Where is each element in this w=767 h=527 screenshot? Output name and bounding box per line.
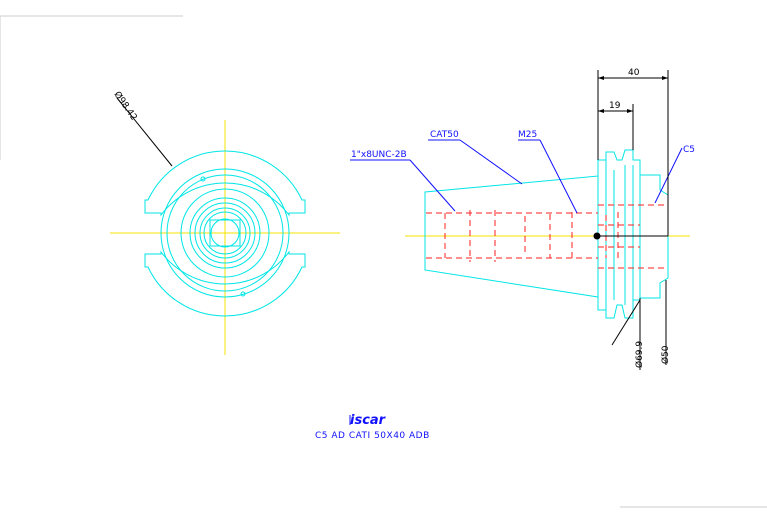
brand-logo: iscar [350, 413, 387, 428]
dia-9842-leader [116, 97, 173, 167]
side-view: 1"x8UNC-2B CAT50 M25 C5 40 19 [350, 68, 695, 370]
bore-circle [194, 202, 256, 264]
cat50-leader [459, 139, 523, 185]
key-mark-bottom [240, 291, 246, 297]
leaders: 1"x8UNC-2B CAT50 M25 C5 [350, 130, 695, 214]
hidden-bore-lines [426, 204, 668, 269]
dim-699-leader [611, 299, 641, 346]
dim-19-value: 19 [609, 101, 621, 111]
part-number: C5 AD CATI 50X40 ADB [315, 431, 430, 441]
dim-40-value: 40 [628, 68, 640, 78]
dimensions: 40 19 Ø69.9 Ø50 [597, 68, 671, 370]
v-flange-outline [597, 149, 641, 319]
thread-label: 1"x8UNC-2B [351, 150, 407, 160]
dia-9842-label: Ø98.42 [112, 89, 140, 122]
dim-50-value: Ø50 [660, 345, 671, 364]
body-circle [166, 174, 284, 292]
bore-circle-outer [189, 197, 261, 269]
m25-label: M25 [518, 130, 537, 140]
end-view: Ø98.42 [110, 89, 340, 355]
cat50-label: CAT50 [430, 130, 459, 140]
collet-circle-outer [199, 207, 251, 259]
key-mark-top [200, 176, 206, 182]
nose-circle [180, 188, 270, 278]
thread-leader [409, 159, 456, 212]
m25-leader [539, 139, 578, 214]
dim-699-value: Ø69.9 [634, 341, 645, 368]
center-hole [210, 218, 240, 248]
collet-circle-inner [203, 211, 247, 255]
flange-upper-outline [144, 150, 306, 217]
flange-inner-circle [160, 168, 290, 298]
flange-lower-outline [144, 250, 306, 317]
c5-label: C5 [683, 145, 695, 155]
title-block: iscar C5 AD CATI 50X40 ADB [315, 413, 430, 441]
